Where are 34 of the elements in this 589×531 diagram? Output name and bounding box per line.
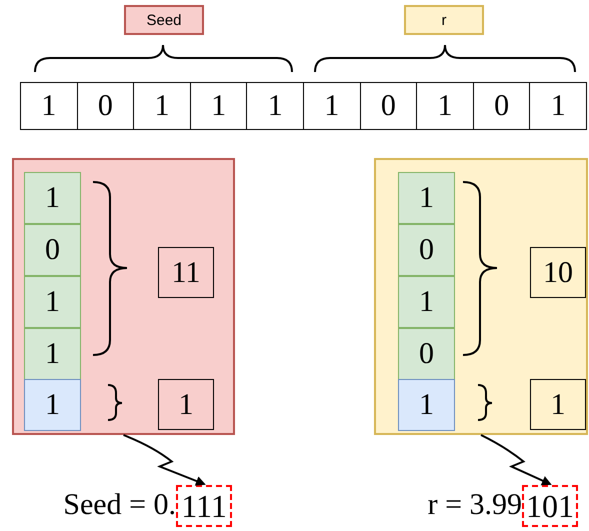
bit-cell: 0	[398, 224, 455, 276]
bit-cell: 1	[398, 379, 455, 431]
equation-text: Seed = 0.	[63, 488, 176, 522]
bit-cell: 1	[20, 82, 78, 130]
bit-cell: 1	[303, 82, 361, 130]
bit-cell: 1	[133, 82, 191, 130]
seed-panel	[12, 158, 235, 435]
bit-cell: 0	[472, 82, 530, 130]
dashed-value-box: 111	[176, 485, 232, 527]
seed-tag: Seed	[124, 5, 204, 35]
bit-cell: 1	[24, 172, 81, 224]
bit-cell: 1	[24, 379, 81, 431]
dashed-value-box: 101	[522, 485, 578, 527]
bit-cell: 1	[246, 82, 304, 130]
equation-text: r = 3.99	[428, 488, 522, 522]
bit-cell: 0	[398, 328, 455, 380]
bit-cell: 1	[24, 276, 81, 328]
value-box: 1	[530, 379, 586, 430]
bit-cell: 1	[529, 82, 587, 130]
bit-cell: 0	[360, 82, 418, 130]
bit-cell: 1	[398, 276, 455, 328]
parameter-panel	[374, 158, 588, 435]
bit-cell: 0	[76, 82, 134, 130]
bit-cell: 1	[24, 328, 81, 380]
bit-cell: 0	[24, 224, 81, 276]
bit-cell: 1	[190, 82, 248, 130]
value-box: 10	[530, 247, 586, 298]
zigzag-arrow	[480, 434, 552, 486]
parameter-tag: r	[404, 5, 484, 35]
value-box: 11	[158, 247, 214, 298]
zigzag-arrow	[123, 434, 206, 486]
bit-cell: 1	[398, 172, 455, 224]
bit-cell: 1	[416, 82, 474, 130]
value-box: 1	[158, 379, 214, 430]
